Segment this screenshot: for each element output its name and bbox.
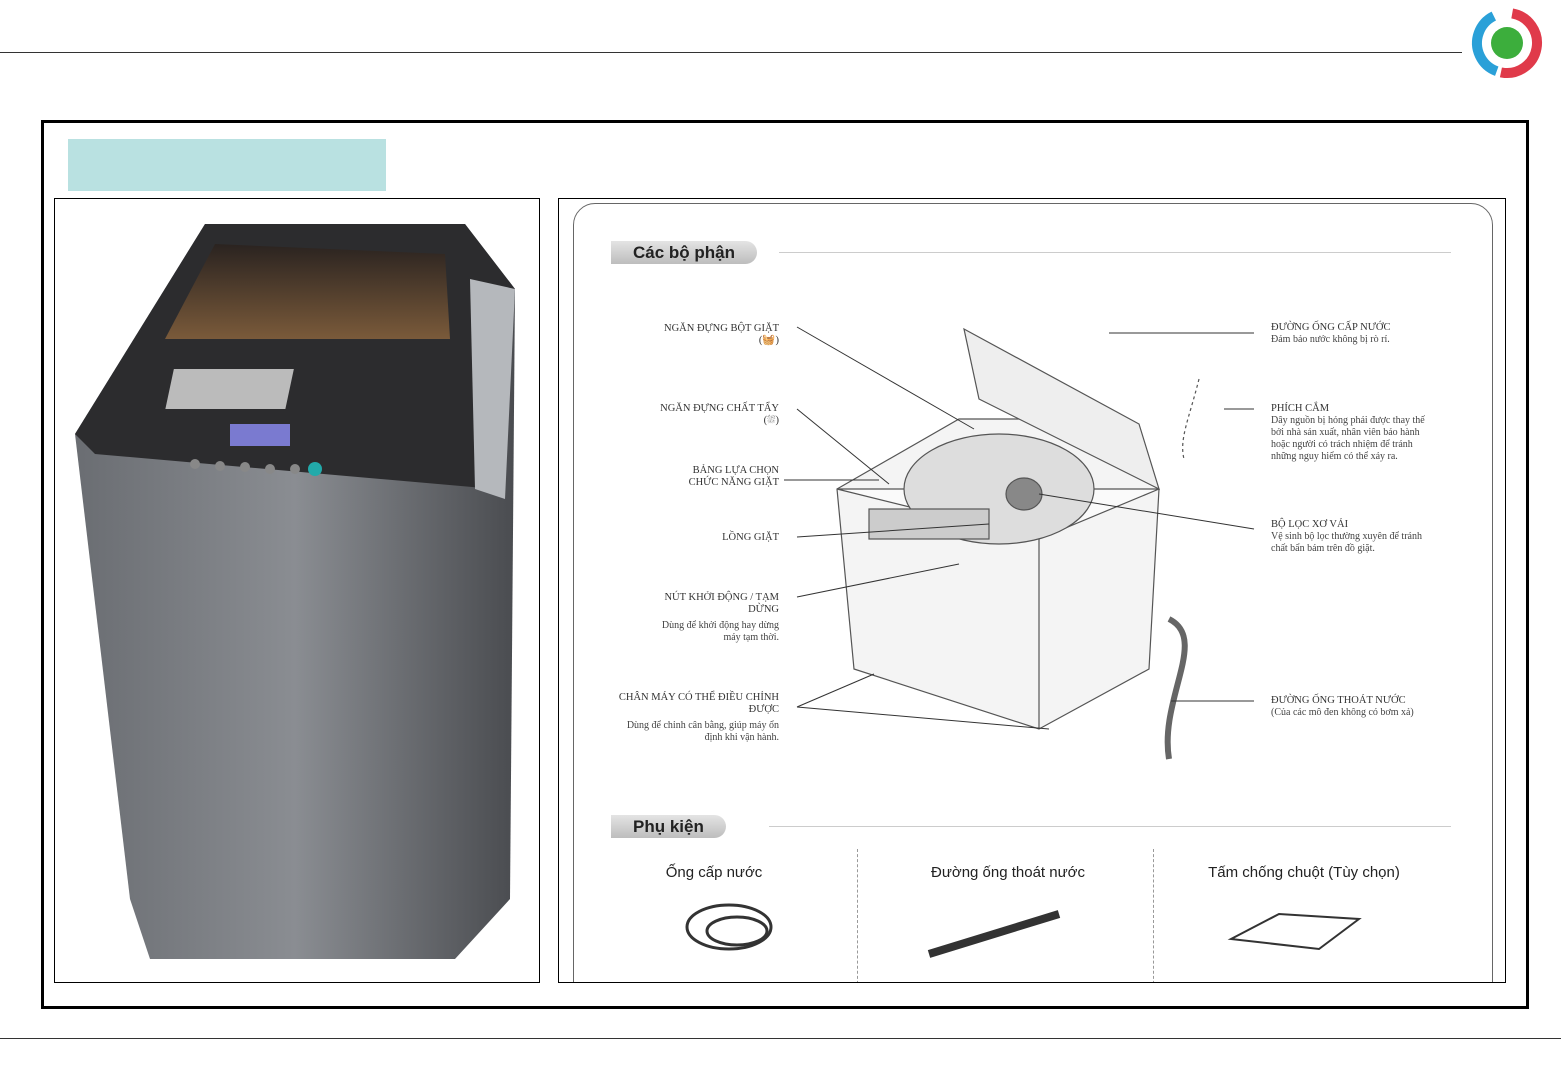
accessory-inlet-hose: Ống cấp nước — [665, 864, 763, 881]
section-rule — [769, 826, 1451, 827]
footer-divider — [0, 1038, 1561, 1039]
strong-smart-fast-logo — [1472, 8, 1542, 78]
inlet-hose-icon — [685, 903, 773, 951]
parts-diagram-panel: Các bộ phận NGĂN ĐỰNG BỘT GIẶT(🧺) NGĂN Đ… — [558, 198, 1506, 983]
diagram-card — [573, 203, 1493, 982]
column-divider — [857, 849, 858, 982]
column-divider — [1153, 849, 1154, 982]
machine-diagram — [784, 326, 1255, 760]
slide-frame — [41, 120, 1529, 1009]
accessory-drain-hose: Đường ống thoát nước — [930, 864, 1085, 881]
accessories-section-tab: Phụ kiện — [611, 815, 726, 838]
section-rule — [779, 252, 1451, 253]
label-bleach-drawer: NGĂN ĐỰNG CHẤT TẨY(⛆) — [660, 403, 779, 426]
header-divider — [0, 52, 1462, 53]
parts-section-tab: Các bộ phận — [611, 241, 758, 264]
washing-machine-photo — [75, 224, 515, 959]
drain-hose-icon — [927, 910, 1061, 958]
product-photo-panel — [54, 198, 540, 983]
label-drain-hose: ĐƯỜNG ỐNG THOÁT NƯỚC(Của các mô đen khôn… — [1271, 695, 1414, 718]
accessory-illustrations — [685, 903, 1362, 958]
accessory-rat-guard: Tấm chống chuột (Tùy chọn) — [1208, 864, 1400, 881]
title-box — [68, 139, 386, 191]
rat-guard-icon — [1227, 912, 1362, 951]
label-detergent-drawer: NGĂN ĐỰNG BỘT GIẶT(🧺) — [664, 323, 779, 346]
label-drum: LỒNG GIẶT — [722, 532, 779, 543]
